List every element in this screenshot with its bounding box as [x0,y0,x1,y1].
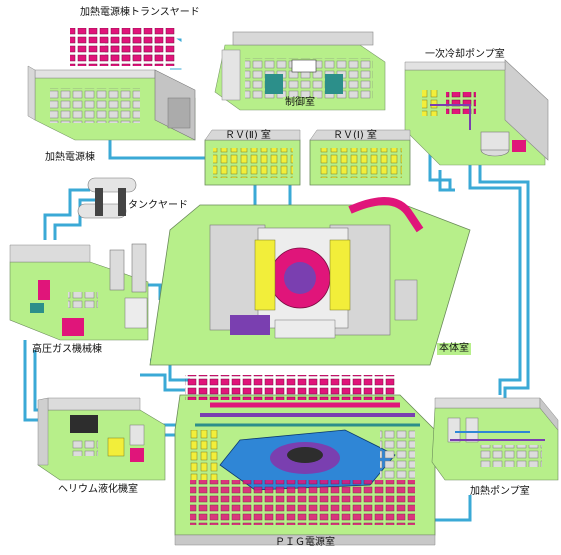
primary-cooling-pump-room [404,59,549,166]
high-pressure-gas-building-label: 高圧ガス機械棟 [32,344,102,355]
main-hall [149,197,471,366]
heating-pump-room-label: 加熱ポンプ室 [470,486,530,497]
heating-pump-room [431,397,559,481]
main-hall-label: 本体室 [437,343,471,355]
helium-liquefier-room [37,397,166,481]
high-pressure-gas-building [9,243,149,341]
heating-power-building-label: 加熱電源棟 [45,152,95,163]
rv1-room [309,129,411,186]
pig-power-room-label: ＰＩＧ電源室 [275,537,335,548]
rv1-room-label: ＲＶ(Ⅰ) 室 [333,130,377,141]
transformer-yard [59,27,186,69]
rv2-room [204,129,301,186]
helium-liquefier-room-label: ヘリウム液化機室 [58,484,138,495]
control-room-label: 制御室 [283,97,317,109]
heating-power-building [27,65,196,141]
tank-yard [77,177,137,219]
pig-power-room [174,375,436,546]
pipe-network [23,38,530,522]
transformer-yard-label: 加熱電源棟トランスヤード [80,7,200,18]
tank-yard-label: タンクヤード [128,200,188,211]
control-room [214,31,386,111]
primary-cooling-pump-room-label: 一次冷却ポンプ室 [425,49,505,60]
rv2-room-label: ＲＶ(Ⅱ) 室 [225,130,271,141]
